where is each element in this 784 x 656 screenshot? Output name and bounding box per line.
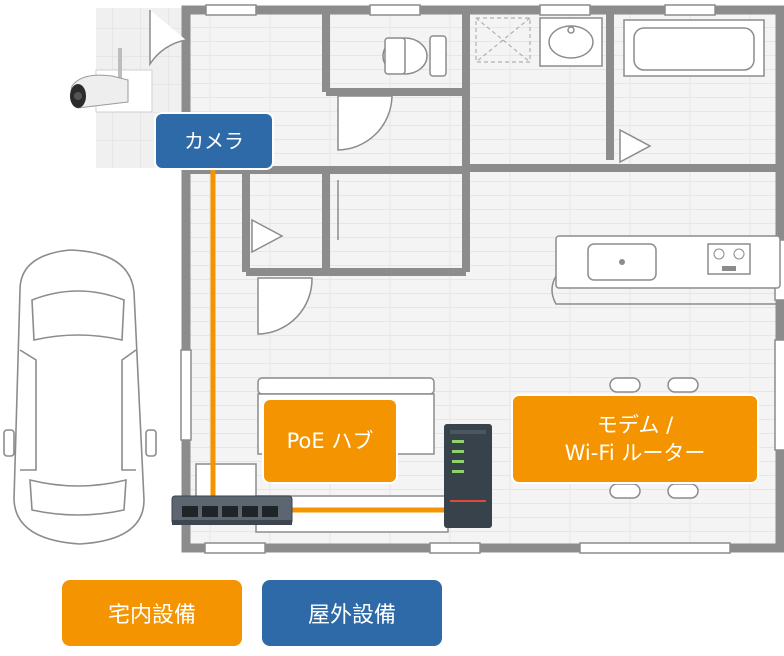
bathtub-icon bbox=[623, 19, 765, 77]
modem-label-line2: Wi-Fi ルーター bbox=[564, 441, 706, 465]
legend-outdoor-equipment: 屋外設備 bbox=[262, 580, 442, 646]
interior-walls bbox=[186, 10, 780, 276]
modem-router-label: モデム / Wi-Fi ルーター bbox=[511, 394, 759, 484]
router-icon bbox=[444, 424, 492, 528]
shower-area bbox=[475, 17, 531, 63]
legend-outdoor-text: 屋外設備 bbox=[307, 603, 396, 628]
modem-label-line1: モデム / bbox=[596, 412, 674, 437]
car-icon bbox=[3, 249, 157, 545]
lan-cables bbox=[210, 170, 444, 513]
dining-chair-icon bbox=[609, 377, 699, 499]
poe-hub-label-text: PoE ハブ bbox=[286, 428, 374, 453]
legend-indoor-text: 宅内設備 bbox=[107, 603, 196, 628]
legend-indoor-equipment: 宅内設備 bbox=[62, 580, 242, 646]
security-camera-icon bbox=[70, 48, 153, 113]
poe-hub-label: PoE ハブ bbox=[262, 398, 398, 484]
stove-icon bbox=[707, 243, 751, 275]
camera-label-text: カメラ bbox=[184, 128, 244, 153]
camera-label: カメラ bbox=[154, 112, 274, 170]
doors bbox=[149, 10, 652, 335]
poe-switch-icon bbox=[171, 495, 293, 525]
sink-icon bbox=[539, 17, 603, 67]
kitchen-counter bbox=[551, 235, 781, 305]
toilet-icon bbox=[382, 35, 447, 77]
